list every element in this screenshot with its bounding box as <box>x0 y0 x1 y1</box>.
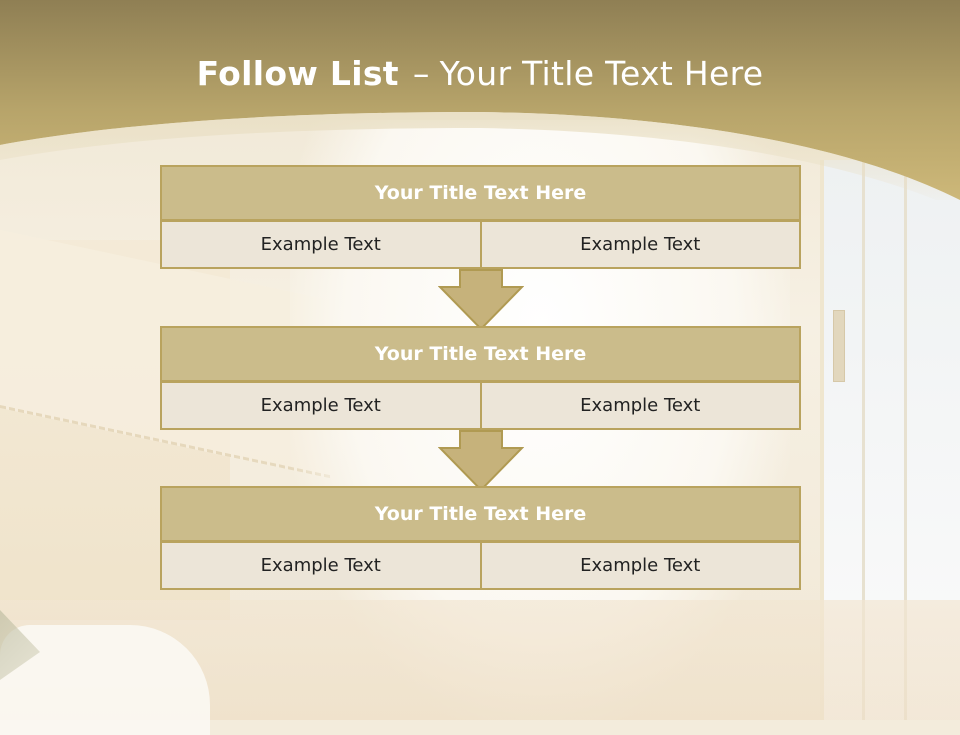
step-block-1: Your Title Text Here Example Text Exampl… <box>160 165 801 269</box>
step-title-3: Your Title Text Here <box>160 486 801 542</box>
title-strong: Follow List <box>196 54 399 93</box>
step-row-1: Example Text Example Text <box>160 220 801 269</box>
down-arrow-icon <box>438 269 524 331</box>
title-separator: – <box>412 54 430 93</box>
step-3-left-text: Example Text <box>160 541 482 590</box>
step-block-3: Your Title Text Here Example Text Exampl… <box>160 486 801 590</box>
step-1-left-text: Example Text <box>160 220 482 269</box>
step-2-right-text: Example Text <box>479 381 801 430</box>
step-row-3: Example Text Example Text <box>160 541 801 590</box>
header-band: Follow List–Your Title Text Here <box>0 0 960 200</box>
step-1-right-text: Example Text <box>479 220 801 269</box>
door-hinge <box>833 310 845 382</box>
step-row-2: Example Text Example Text <box>160 381 801 430</box>
step-block-2: Your Title Text Here Example Text Exampl… <box>160 326 801 430</box>
header-curve <box>0 0 960 200</box>
step-2-left-text: Example Text <box>160 381 482 430</box>
title-rest: Your Title Text Here <box>439 54 764 93</box>
step-title-1: Your Title Text Here <box>160 165 801 221</box>
step-3-right-text: Example Text <box>479 541 801 590</box>
step-title-2: Your Title Text Here <box>160 326 801 382</box>
down-arrow-icon <box>438 430 524 492</box>
background-pillow <box>0 625 210 735</box>
slide-title: Follow List–Your Title Text Here <box>0 54 960 93</box>
